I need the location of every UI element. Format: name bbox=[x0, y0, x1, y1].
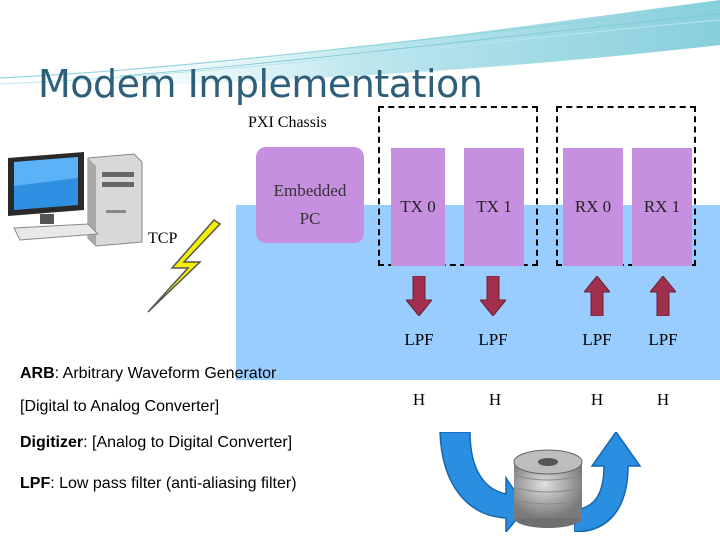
module-label: TX 0 bbox=[400, 197, 436, 216]
legend-lpf: LPF: Low pass filter (anti-aliasing filt… bbox=[20, 475, 297, 493]
lpf-label-tx0: LPF bbox=[404, 330, 434, 349]
legend-digitizer: Digitizer: [Analog to Digital Converter] bbox=[20, 434, 292, 452]
legend-term: Digitizer bbox=[20, 434, 84, 451]
module-label: TX 1 bbox=[476, 197, 512, 216]
embedded-pc-module: Embedded PC bbox=[256, 147, 364, 243]
lightning-icon bbox=[147, 219, 222, 313]
h-label-rx0: H bbox=[590, 390, 604, 409]
tcp-label: TCP bbox=[148, 230, 178, 247]
up-arrow-icon bbox=[584, 276, 610, 316]
legend-def: : Arbitrary Waveform Generator bbox=[54, 365, 277, 382]
module-rx0: RX 0 bbox=[563, 148, 623, 266]
up-arrow-icon bbox=[650, 276, 676, 316]
down-arrow-icon bbox=[406, 276, 432, 316]
cable-spool-icon bbox=[513, 449, 583, 528]
rx-slot-group bbox=[556, 106, 696, 266]
module-label: RX 0 bbox=[574, 197, 612, 216]
module-tx0: TX 0 bbox=[391, 148, 445, 266]
embedded-pc-line2: PC bbox=[299, 209, 321, 228]
legend-arb: ARB: Arbitrary Waveform Generator bbox=[20, 365, 276, 383]
slide-title: Modem Implementation bbox=[38, 62, 483, 106]
down-arrow-icon bbox=[480, 276, 506, 316]
tx-slot-group bbox=[378, 106, 538, 266]
h-label-rx1: H bbox=[656, 390, 670, 409]
embedded-pc-line1: Embedded bbox=[273, 181, 347, 200]
wave-decoration bbox=[0, 0, 720, 88]
lpf-label-tx1: LPF bbox=[478, 330, 508, 349]
legend-term: LPF bbox=[20, 475, 51, 492]
module-label: RX 1 bbox=[643, 197, 681, 216]
module-tx1: TX 1 bbox=[464, 148, 524, 266]
computer-icon bbox=[8, 152, 143, 247]
legend-def: : Low pass filter (anti-aliasing filter) bbox=[50, 475, 297, 492]
h-label-tx0: H bbox=[412, 390, 426, 409]
legend-arb-def2: [Digital to Analog Converter] bbox=[20, 398, 220, 415]
rx-flow-arrow-icon bbox=[574, 432, 642, 532]
chassis-label: PXI Chassis bbox=[248, 114, 327, 131]
h-label-tx1: H bbox=[488, 390, 502, 409]
lpf-label-rx1: LPF bbox=[648, 330, 678, 349]
legend-term: ARB bbox=[20, 365, 55, 382]
legend-def: : [Analog to Digital Converter] bbox=[83, 434, 293, 451]
module-rx1: RX 1 bbox=[632, 148, 692, 266]
lpf-label-rx0: LPF bbox=[582, 330, 612, 349]
